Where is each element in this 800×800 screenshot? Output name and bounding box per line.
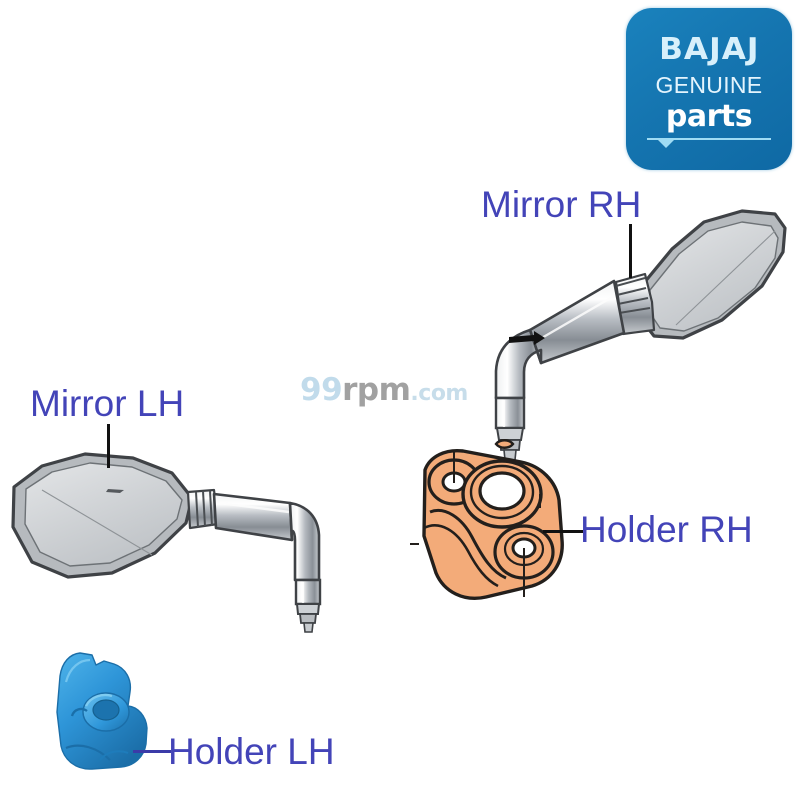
label-mirror-rh: Mirror RH: [481, 184, 642, 225]
logo-underline-flourish: [647, 135, 771, 148]
logo-brand-text: BAJAJ: [658, 32, 760, 67]
label-holder-rh: Holder RH: [580, 509, 753, 550]
leader-line-holder-lh: [133, 750, 171, 753]
watermark-part-a: 99: [300, 372, 343, 408]
label-mirror-lh: Mirror LH: [30, 383, 185, 424]
part-mirror-rh: [494, 209, 787, 461]
assembly-arrow-icon: [509, 331, 545, 345]
leader-line-mirror-rh: [629, 224, 632, 278]
logo-parts-text: parts: [665, 99, 753, 134]
leader-line-holder-rh: [543, 530, 583, 533]
logo-genuine-text: GENUINE: [655, 72, 763, 98]
part-holder-rh: [410, 439, 564, 600]
label-holder-lh: Holder LH: [168, 731, 335, 772]
bajaj-genuine-parts-logo: BAJAJ GENUINE parts: [626, 8, 792, 170]
leader-line-mirror-lh: [107, 424, 110, 468]
watermark-part-c: .com: [410, 381, 468, 406]
part-holder-lh: [56, 652, 148, 770]
part-mirror-lh: [11, 452, 322, 633]
watermark-part-b: rpm: [342, 372, 411, 408]
watermark-99rpm: 99rpm.com: [300, 372, 468, 408]
